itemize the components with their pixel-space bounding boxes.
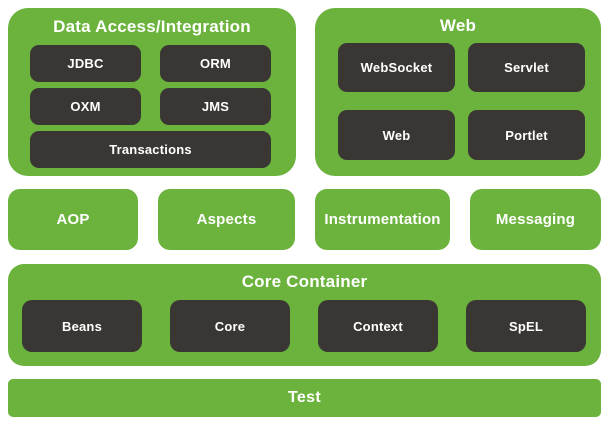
module-spel: SpEL [466,300,586,352]
section-web: Web WebSocket Servlet Web Portlet [315,8,601,176]
module-jdbc: JDBC [30,45,141,82]
core-module-row: Beans Core Context SpEL [8,300,601,352]
section-title-core-container: Core Container [241,272,368,291]
section-title-web: Web [439,15,477,35]
section-instrumentation: Instrumentation [315,189,450,250]
module-transactions: Transactions [30,131,271,168]
module-portlet: Portlet [468,110,585,160]
section-data-access-integration: Data Access/Integration JDBC ORM OXM JMS… [8,8,296,176]
data-access-module-grid: JDBC ORM OXM JMS Transactions [8,45,296,168]
module-oxm: OXM [30,88,141,125]
section-messaging: Messaging [470,189,601,250]
section-aspects: Aspects [158,189,295,250]
web-module-grid: WebSocket Servlet Web Portlet [315,43,601,160]
section-title-data-access-integration: Data Access/Integration [53,16,251,36]
module-web: Web [338,110,455,160]
section-test: Test [8,379,601,417]
module-core: Core [170,300,290,352]
module-beans: Beans [22,300,142,352]
module-context: Context [318,300,438,352]
module-orm: ORM [160,45,271,82]
module-websocket: WebSocket [338,43,455,92]
module-servlet: Servlet [468,43,585,92]
section-aop: AOP [8,189,138,250]
section-core-container: Core Container Beans Core Context SpEL [8,264,601,366]
module-jms: JMS [160,88,271,125]
